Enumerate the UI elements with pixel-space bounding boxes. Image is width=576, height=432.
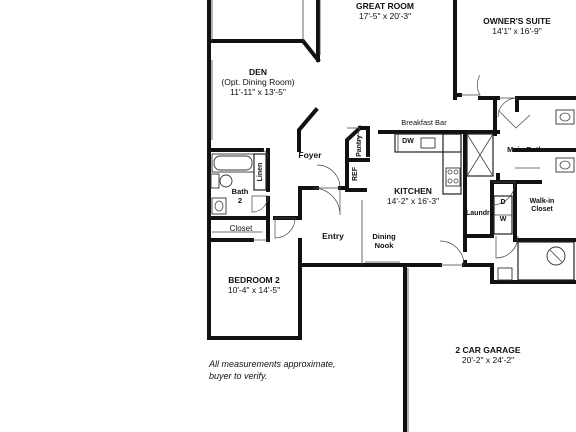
linen-label: Linen	[256, 162, 264, 182]
washer-label: W	[499, 216, 507, 223]
garage-dims: 20'-2" x 24'-2"	[461, 354, 515, 365]
bedroom2-name: BEDROOM 2	[228, 275, 280, 285]
owners-suite-dims: 14'1" x 16'-9"	[492, 25, 542, 36]
den-dims: 11'-11" x 13'-5"	[230, 86, 286, 97]
den-sub: (Opt. Dining Room)	[221, 76, 295, 87]
kitchen-name: KITCHEN	[394, 186, 432, 196]
details	[210, 0, 575, 432]
disclaimer-note: All measurements approximate, buyer to v…	[209, 359, 336, 382]
walkin-closet-label: Walk-in Closet	[522, 198, 562, 214]
closet-label: Closet	[229, 224, 253, 233]
walkin-name: Walk-in	[529, 198, 555, 205]
foyer-label: Foyer	[298, 150, 322, 160]
dining-nook-label: Dining Nook	[369, 232, 399, 250]
dishwasher-label: DW	[402, 138, 414, 145]
great-room-label: GREAT ROOM 17'-5" x 20'-3"	[345, 1, 425, 22]
bath2-label: Bath 2	[228, 187, 252, 205]
owners-suite-label: OWNER'S SUITE 14'1" x 16'-9"	[474, 16, 560, 37]
bath2-name: Bath	[231, 187, 249, 196]
kitchen-dims: 14'-2" x 16'-3"	[386, 195, 440, 206]
bedroom2-dims: 10'-4" x 14'-5"	[227, 284, 281, 295]
bath2-num: 2	[237, 195, 243, 205]
garage-label: 2 CAR GARAGE 20'-2" x 24'-2"	[448, 345, 528, 366]
great-room-name: GREAT ROOM	[356, 1, 414, 11]
disclaimer-line2: buyer to verify.	[209, 370, 268, 381]
nook-name: Nook	[374, 240, 394, 250]
dryer-label: D	[500, 199, 506, 206]
disclaimer-line1: All measurements approximate,	[209, 359, 336, 369]
entry-label: Entry	[322, 231, 344, 241]
den-name: DEN	[249, 67, 267, 77]
bedroom2-label: BEDROOM 2 10'-4" x 14'-5"	[222, 275, 286, 296]
pantry-label: Pantry	[355, 135, 363, 157]
breakfast-bar-label: Breakfast Bar	[401, 118, 447, 127]
great-room-dims: 17'-5" x 20'-3"	[358, 10, 412, 21]
walkin-sub: Closet	[531, 206, 553, 214]
den-label: DEN (Opt. Dining Room) 11'-11" x 13'-5"	[216, 67, 300, 97]
garage-name: 2 CAR GARAGE	[455, 345, 521, 355]
doors	[251, 74, 540, 266]
main-bath-label: Main Bath	[507, 145, 543, 154]
kitchen-label: KITCHEN 14'-2" x 16'-3"	[383, 186, 443, 207]
ref-label: REF	[351, 167, 359, 182]
laundry-label: Laundry	[466, 210, 494, 217]
owners-suite-name: OWNER'S SUITE	[483, 16, 551, 26]
dining-name: Dining	[372, 232, 396, 241]
